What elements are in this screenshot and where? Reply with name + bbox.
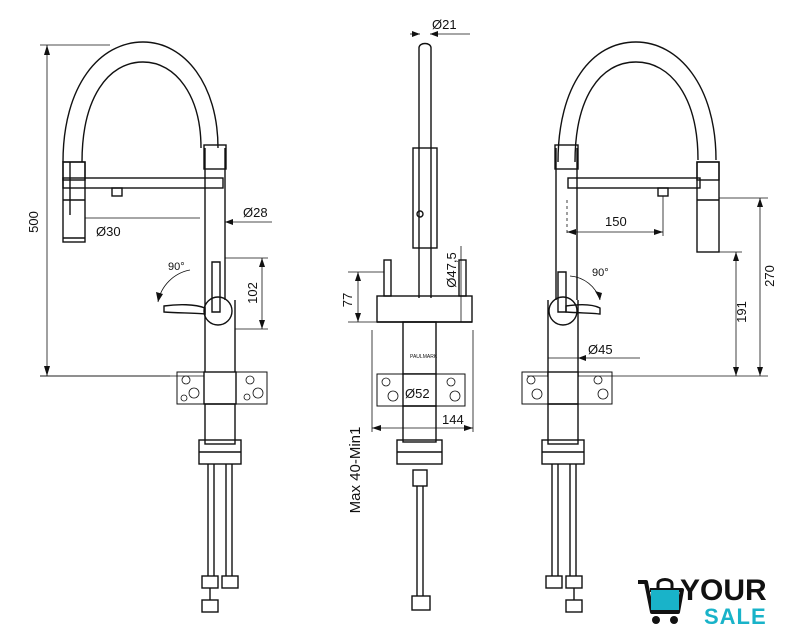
dim-21: Ø21 <box>432 17 457 32</box>
logo-word-sale: SALE <box>704 604 767 629</box>
dim-102: 102 <box>245 282 260 304</box>
body-brand-label: PAULMARK <box>410 354 438 360</box>
right-side-view <box>521 41 768 613</box>
dim-52: Ø52 <box>405 386 430 401</box>
logo-word-your: YOUR <box>680 574 767 607</box>
dim-45: Ø45 <box>588 342 613 357</box>
dim-150: 150 <box>605 214 627 229</box>
dim-270: 270 <box>762 265 777 287</box>
dim-191: 191 <box>734 301 749 323</box>
dim-30: Ø30 <box>96 224 121 239</box>
shopping-cart-icon <box>638 578 684 624</box>
dim-47-5: Ø47,5 <box>444 252 459 287</box>
dim-90-left: 90° <box>168 261 185 273</box>
dim-500: 500 <box>26 211 41 233</box>
mounting-thickness-label: Max 40-Min1 <box>347 427 364 514</box>
left-side-view <box>40 41 272 613</box>
front-view <box>348 31 474 611</box>
dim-28: Ø28 <box>243 205 268 220</box>
dim-144: 144 <box>442 412 464 427</box>
dim-77: 77 <box>340 293 355 307</box>
yoursale-logo: YOUR SALE <box>634 568 784 634</box>
dim-90-right: 90° <box>592 267 609 279</box>
